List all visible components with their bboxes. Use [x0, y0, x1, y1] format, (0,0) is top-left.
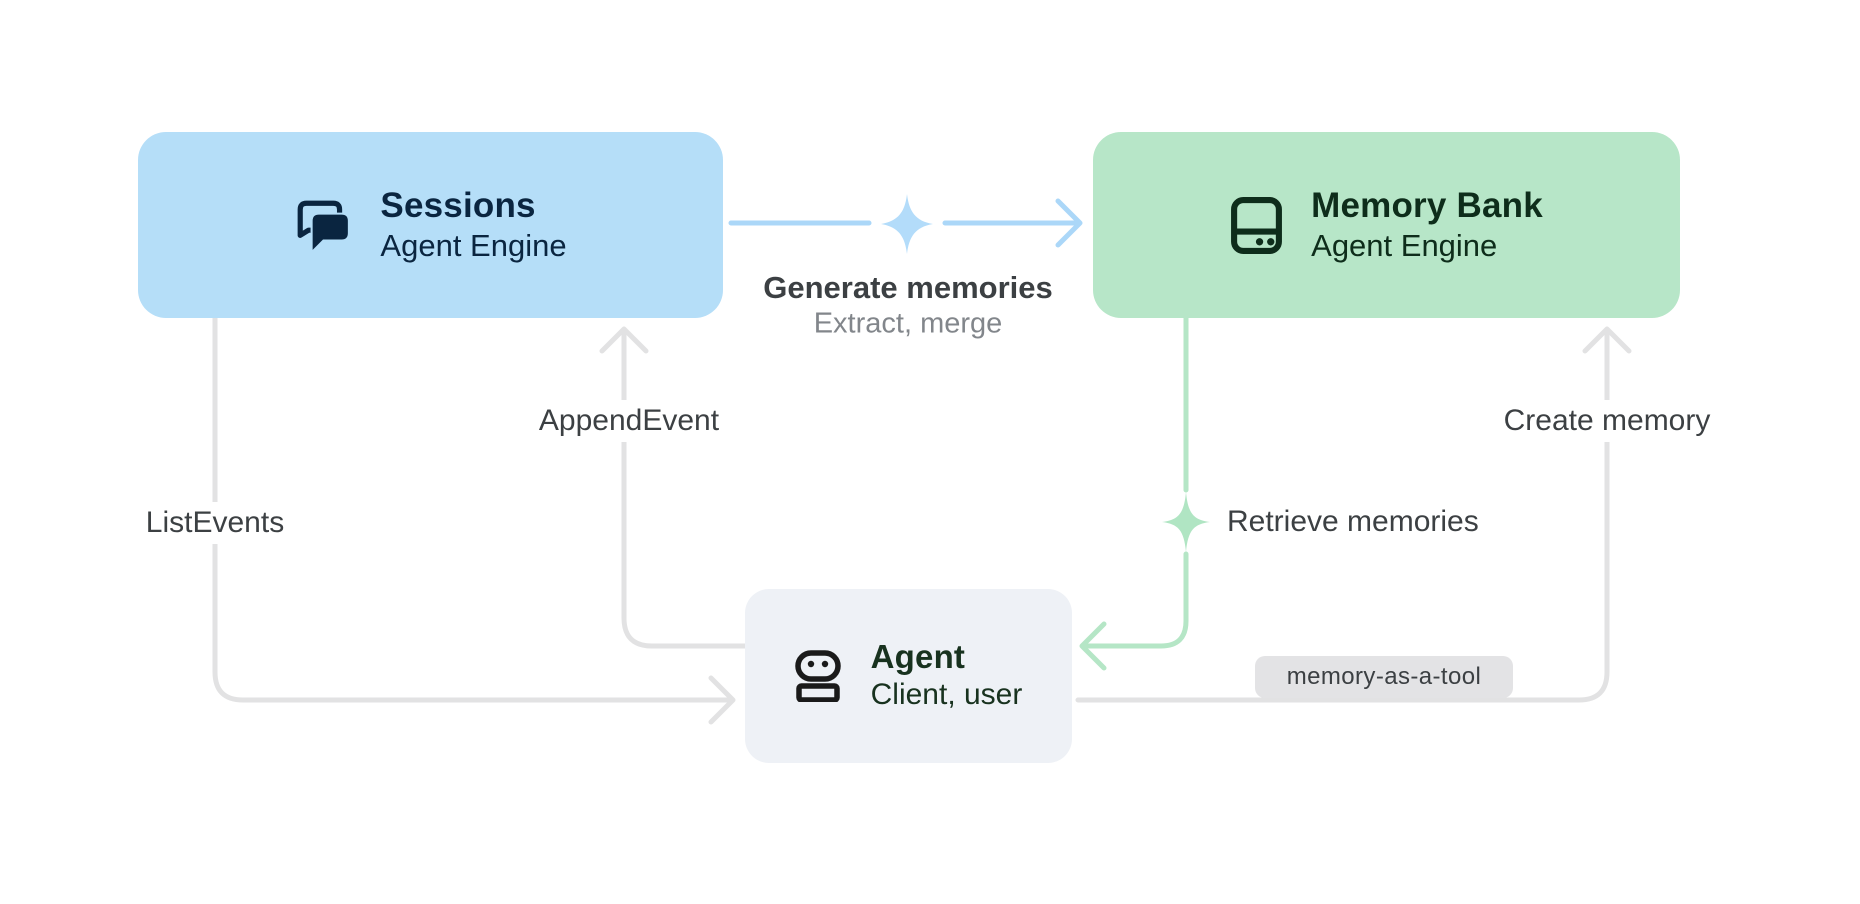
retrieve-memories-arrow [1085, 315, 1189, 649]
list-events-arrowhead [708, 675, 736, 725]
generate-memories-label: Generate memories [763, 270, 1053, 305]
sparkle-icon [881, 194, 933, 254]
node-subtitle: Agent Engine [380, 227, 567, 263]
create-memory-arrowhead [1582, 326, 1632, 354]
append-event-arrowhead [599, 326, 649, 354]
node-agent: Agent Client, user [745, 589, 1072, 763]
create-memory-label: Create memory [1493, 400, 1721, 442]
node-title: Sessions [380, 186, 536, 226]
node-text: Sessions Agent Engine [380, 185, 566, 264]
robot-icon [794, 650, 841, 702]
sparkle-icon [1162, 492, 1210, 552]
node-text: Agent Client, user [871, 638, 1023, 714]
node-title: Memory Bank [1311, 186, 1543, 226]
list-events-arrow [212, 315, 732, 703]
node-subtitle: Agent Engine [1311, 227, 1498, 263]
node-subtitle: Client, user [870, 678, 1023, 712]
node-title: Agent [870, 638, 966, 676]
retrieve-memories-arrowhead [1079, 621, 1107, 671]
node-memory-bank: Memory Bank Agent Engine [1093, 132, 1680, 318]
node-text: Memory Bank Agent Engine [1311, 185, 1543, 264]
generate-memories-arrowhead [1055, 198, 1083, 248]
chat-forum-icon [298, 200, 351, 252]
append-event-arrow [621, 329, 748, 649]
list-events-label: ListEvents [135, 502, 295, 544]
append-event-label: AppendEvent [528, 400, 730, 442]
create-memory-arrow [1075, 329, 1610, 703]
memory-as-a-tool-badge: memory-as-a-tool [1255, 656, 1513, 698]
node-sessions: Sessions Agent Engine [138, 132, 723, 318]
retrieve-memories-label: Retrieve memories [1227, 505, 1479, 538]
extract-merge-sublabel: Extract, merge [813, 307, 1003, 340]
storage-icon [1231, 196, 1283, 254]
